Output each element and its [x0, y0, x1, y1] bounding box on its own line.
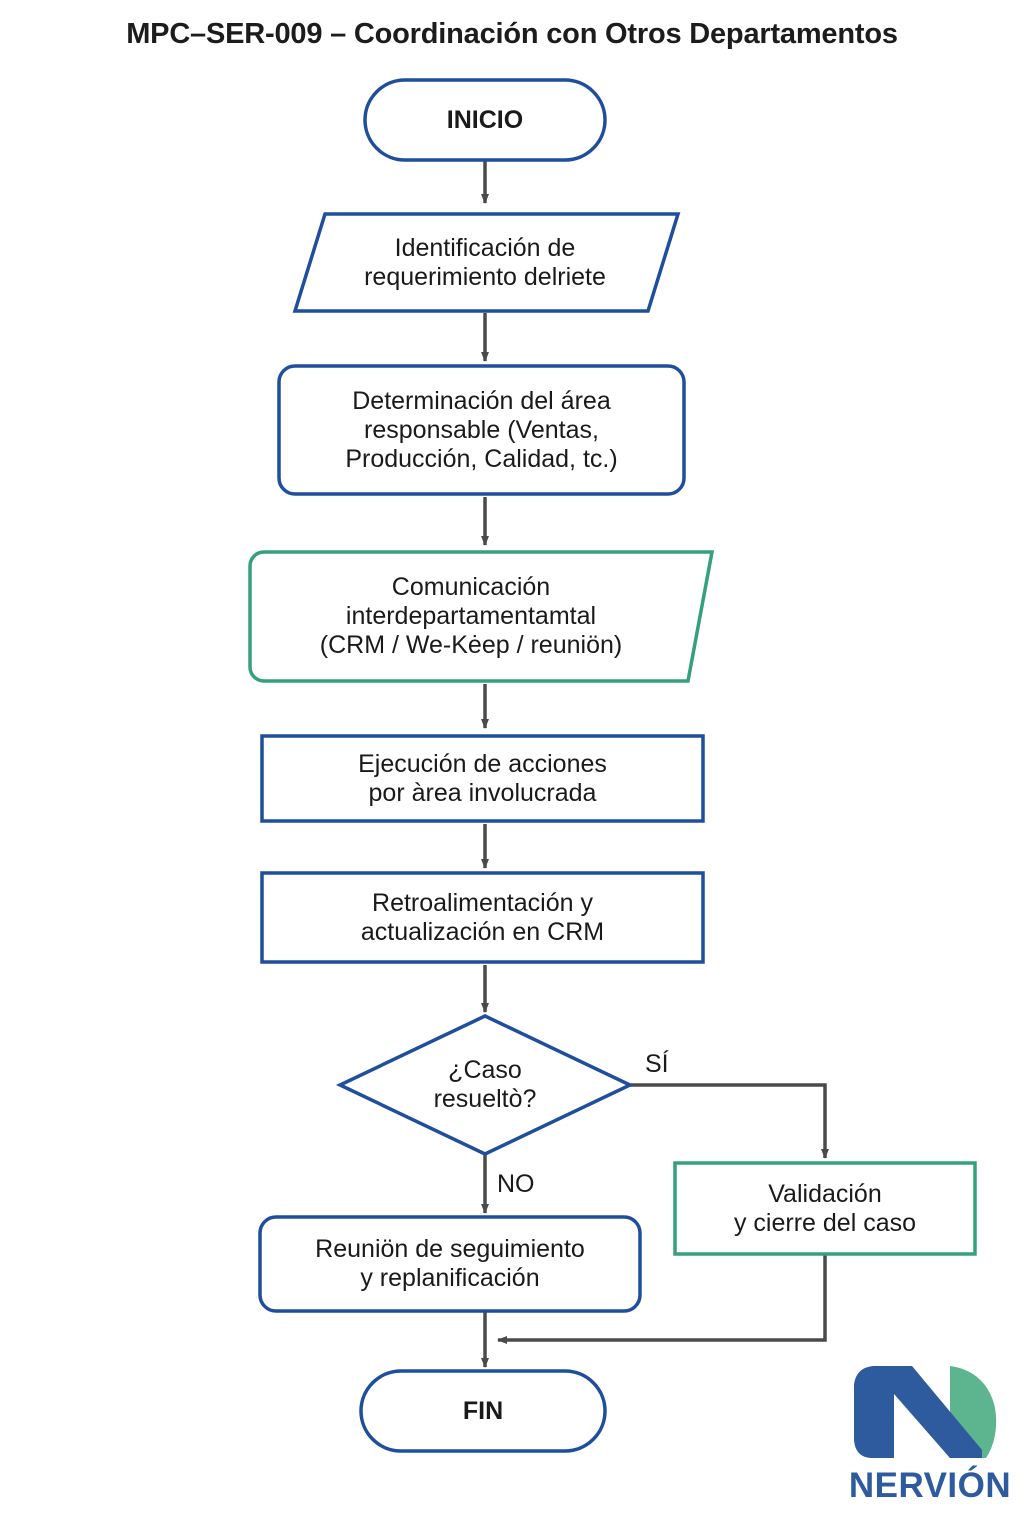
node-identificacion[interactable] [292, 212, 681, 313]
node-fin[interactable] [359, 1369, 607, 1453]
node-reunion[interactable] [258, 1215, 642, 1313]
node-inicio[interactable] [363, 78, 607, 162]
connector-decision-validacion [630, 1083, 829, 1159]
node-determinacion[interactable] [277, 364, 686, 496]
page-title: MPC–SER-009 – Coordinación con Otros Dep… [126, 18, 898, 50]
connector-validacion-fin [497, 1254, 827, 1344]
node-retroalimentacion[interactable] [260, 871, 705, 964]
edge-label-no: NO [497, 1170, 535, 1198]
node-ejecucion[interactable] [260, 734, 705, 823]
node-decision[interactable] [335, 1014, 635, 1156]
node-comunicacion[interactable] [248, 550, 715, 683]
nervion-n-leaf-icon [854, 1366, 997, 1458]
nervion-logo: NERVIÓN [832, 1358, 1024, 1518]
edge-label-yes: SÍ [645, 1050, 669, 1078]
node-validacion[interactable] [673, 1161, 977, 1256]
nervion-wordmark: NERVIÓN [848, 1466, 1012, 1505]
